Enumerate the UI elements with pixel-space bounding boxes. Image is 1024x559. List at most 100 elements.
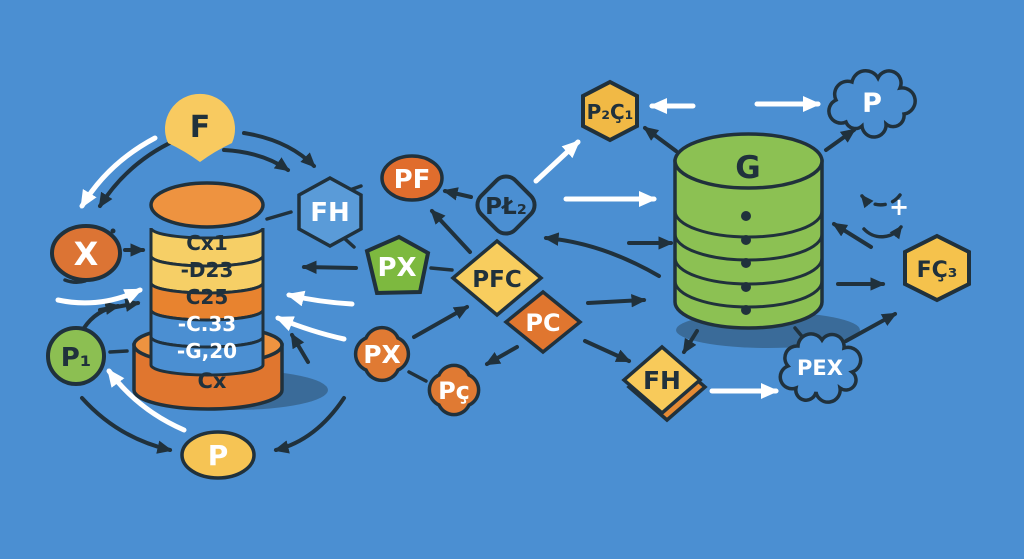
arrow-pxpent-left: [301, 260, 358, 274]
stack-band-label-4: -C.33: [178, 312, 236, 336]
fh-hexagon-label: FH: [310, 198, 350, 228]
arrow-f-to-fh-a: [222, 148, 291, 172]
stack-node: Cx1 -D23 C25 -C.33 -G,20 Cx: [132, 181, 284, 411]
warrow-to-stack-a: [286, 290, 355, 307]
connector-dashes: [108, 184, 807, 383]
fh-diamond-label: FH: [643, 366, 681, 395]
g-dot-5: [741, 305, 751, 315]
g-dot-3: [741, 258, 751, 268]
arrow-pc-to-pcblob: [484, 345, 519, 366]
g-dot-4: [741, 282, 751, 292]
pc-node: PC: [503, 289, 583, 355]
pex-cloud-label: PEX: [797, 356, 843, 380]
warrow-pl-to-p2c: [533, 139, 581, 184]
fh-hexagon-node: FH: [297, 176, 363, 248]
cycle-icon: +: [860, 193, 909, 240]
fh-diamond-node: FH: [621, 344, 708, 423]
arrow-g-to-fhdiamond: [682, 329, 699, 355]
pf-label: PF: [394, 165, 431, 195]
black-arrows: [80, 126, 898, 454]
pfc-label: PFC: [472, 267, 521, 293]
x-dot-decoration: [110, 228, 116, 234]
p-cloud-node: P: [827, 69, 917, 139]
pfc-node: PFC: [450, 238, 544, 318]
x-label: X: [74, 235, 99, 273]
dash-p1-base: [108, 349, 129, 354]
arrow-into-g-lower: [586, 293, 647, 308]
p-cloud-label: P: [862, 88, 882, 119]
p2c-label: P₂Ç₁: [587, 100, 634, 124]
pf-node: PF: [380, 154, 444, 202]
stack-band-g20: [149, 336, 265, 377]
g-dot-2: [741, 235, 751, 245]
g-dot-1: [741, 211, 751, 221]
dash-pxblob-pcblob: [407, 370, 428, 383]
arrow-pfc-to-pf: [430, 209, 472, 254]
arrow-left-to-p: [80, 396, 173, 454]
dash-fh-tick: [342, 236, 356, 249]
arrow-right-to-p: [273, 396, 346, 454]
dash-pxpent-pfc: [429, 266, 454, 272]
pfc-shape: [450, 238, 544, 318]
p-node: P: [180, 430, 256, 480]
pex-cloud-shape: [778, 332, 863, 404]
cycle-arc-bottom: [862, 225, 903, 240]
stack-band-label-2: -D23: [181, 258, 234, 282]
p-cloud-shape: [827, 69, 917, 139]
pc-shape: [503, 289, 583, 355]
px-pentagon-shape: [364, 234, 431, 296]
plus-icon: +: [889, 193, 909, 221]
stack-top-disc: [149, 181, 265, 229]
p1-node: P₁: [46, 326, 106, 386]
arrow-p1-up: [82, 301, 121, 330]
fc-node: FÇ₃: [903, 233, 971, 303]
p2c-node: P₂Ç₁: [581, 79, 639, 143]
px-blob-label: PX: [363, 340, 401, 369]
pf-shape: [380, 154, 444, 202]
arrow-pex-to-fc: [844, 312, 898, 343]
arrow-g-to-pl: [543, 232, 661, 278]
f-badge-node: F: [165, 93, 236, 162]
pl-node: PŁ₂: [475, 174, 537, 236]
pc-label: PC: [525, 309, 560, 337]
x-node: X: [50, 224, 122, 285]
g-cylinder-top: [673, 132, 824, 190]
arrow-f-to-fh-b: [242, 131, 316, 168]
arrow-blob-to-base: [290, 332, 310, 364]
pc-blob-node: Pç: [427, 363, 481, 417]
pl-label: PŁ₂: [485, 194, 527, 220]
f-badge-shape: [165, 93, 236, 162]
stack-band-label-3: C25: [186, 285, 229, 309]
p1-label: P₁: [61, 343, 91, 373]
stack-base-label: Cx: [198, 369, 227, 393]
arrow-pc-to-fhdiamond: [583, 339, 632, 363]
p-shape: [180, 430, 256, 480]
fc-label: FÇ₃: [917, 258, 958, 283]
f-badge-label: F: [190, 110, 211, 145]
dash-stack-fh: [265, 210, 293, 221]
pl-shape: [475, 174, 537, 236]
px-blob-node: PX: [353, 325, 411, 383]
g-cylinder-label: G: [735, 150, 760, 186]
arrow-g-to-cloud: [824, 128, 857, 152]
stack-band-label-1: Cx1: [186, 231, 228, 255]
arrow-f-to-x: [98, 138, 178, 209]
stack-band-label-5: -G,20: [177, 339, 237, 363]
pc-blob-label: Pç: [438, 377, 470, 405]
pc-blob-shape: [427, 363, 481, 417]
arrow-g-to-p2c: [642, 126, 678, 153]
g-cylinder-node: G: [673, 132, 824, 330]
warrow-f-to-x: [79, 135, 158, 209]
arrow-cycle-upleft: [831, 222, 873, 249]
cycle-arc-top: [860, 193, 902, 209]
x-dash-decoration: [63, 278, 87, 285]
px-pentagon-node: PX: [364, 234, 431, 296]
warrow-to-stack-b: [275, 315, 347, 342]
fh-diamond-front: [621, 344, 703, 416]
fc-shape: [903, 233, 971, 303]
g-cylinder-body: [673, 159, 824, 330]
p-label: P: [208, 439, 229, 472]
p2c-shape: [581, 79, 639, 143]
